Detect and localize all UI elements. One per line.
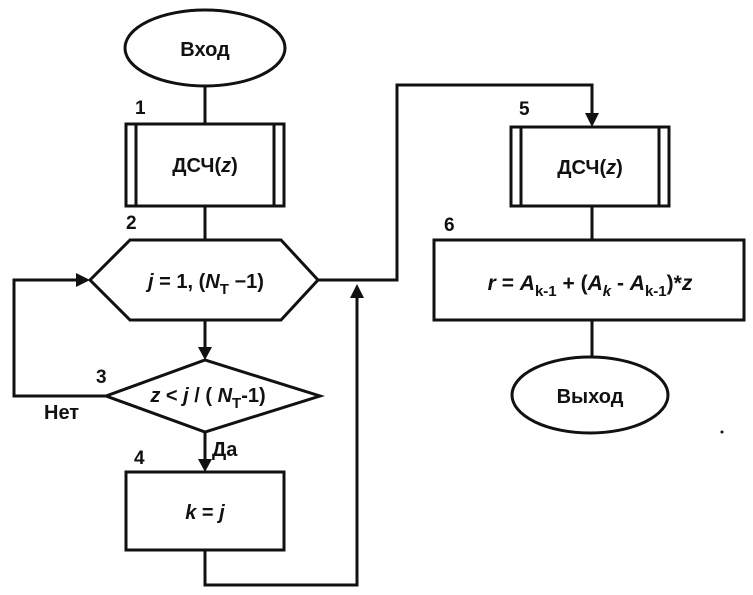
arrowhead-block4 [198,459,212,472]
arrowhead-block3 [198,347,212,360]
block-6-number: 6 [444,215,455,236]
speck-mark [720,430,724,434]
start-label: Вход [180,39,230,61]
block-2-label: j = 1, (NТ −1) [145,271,264,298]
block-1-subroutine: 1 ДСЧ(z) [124,98,286,208]
end-terminal: Выход [510,355,670,435]
block-3-number: 3 [96,367,107,388]
block-3-decision: 3 z < j / ( NТ-1) Нет Да [44,358,326,461]
arrowhead-no-loop [76,273,90,287]
block-6-label: r = Ak-1 + (Ak - Ak-1)*z [488,272,693,300]
block-4-number: 4 [134,448,145,469]
block-2-number: 2 [126,213,137,234]
arrowhead-loop-end [350,284,364,298]
block-4-label: k = j [185,502,225,524]
branch-yes-label: Да [212,439,238,461]
block-1-number: 1 [135,98,146,119]
block-3-label: z < j / ( NТ-1) [149,385,265,412]
branch-no-label: Нет [44,402,79,424]
connectors [12,83,599,587]
block-2-loop: 2 j = 1, (NТ −1) [87,213,321,322]
block-5-number: 5 [519,99,530,120]
end-label: Выход [557,386,624,408]
connector-no-loop [12,278,106,398]
block-5-label: ДСЧ(z) [557,157,623,179]
arrowhead-block5 [585,113,599,127]
block-5-subroutine: 5 ДСЧ(z) [509,99,671,208]
block-1-label: ДСЧ(z) [172,155,238,177]
connector-block4-to-loop-end [203,296,359,587]
block-6-formula: 6 r = Ak-1 + (Ak - Ak-1)*z [432,215,746,322]
block-4-process: 4 k = j [124,448,286,552]
start-terminal: Вход [123,8,287,88]
connector-block2-to-block5 [318,83,594,282]
